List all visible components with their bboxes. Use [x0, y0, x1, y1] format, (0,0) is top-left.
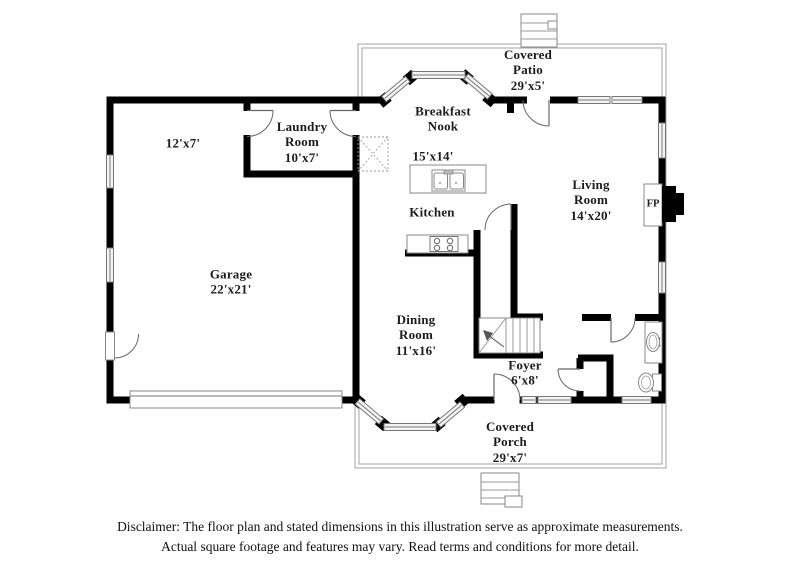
fireplace-label: FP [646, 198, 660, 210]
room-label-storage-nook: 12'x7' [165, 135, 201, 151]
fireplace-icon [643, 183, 684, 227]
disclaimer-line-2: Actual square footage and features may v… [161, 539, 639, 555]
bathroom-sink-icon [644, 321, 663, 364]
kitchen-island [409, 164, 487, 194]
toilet-icon [638, 372, 662, 393]
sink-icon [431, 169, 466, 192]
garage-door [129, 390, 343, 409]
porch-steps-icon [480, 472, 523, 508]
interior-walls [243, 103, 665, 404]
dining-room-bay-window [350, 393, 470, 433]
stove-icon [406, 234, 469, 254]
breakfast-nook-bay-window [376, 69, 498, 108]
patio-steps-icon [520, 13, 558, 48]
room-label-breakfast-nook: Breakfast Nook [415, 103, 471, 134]
pantry-icon [357, 136, 389, 172]
disclaimer-line-1: Disclaimer: The floor plan and stated di… [117, 519, 683, 534]
room-label-kitchen-size: 15'x14' [412, 148, 454, 164]
room-label-kitchen: Kitchen [409, 204, 455, 220]
windows [106, 96, 666, 404]
staircase-icon [478, 317, 541, 354]
disclaimer: Disclaimer: The floor plan and stated di… [0, 517, 800, 558]
doors [105, 99, 636, 401]
